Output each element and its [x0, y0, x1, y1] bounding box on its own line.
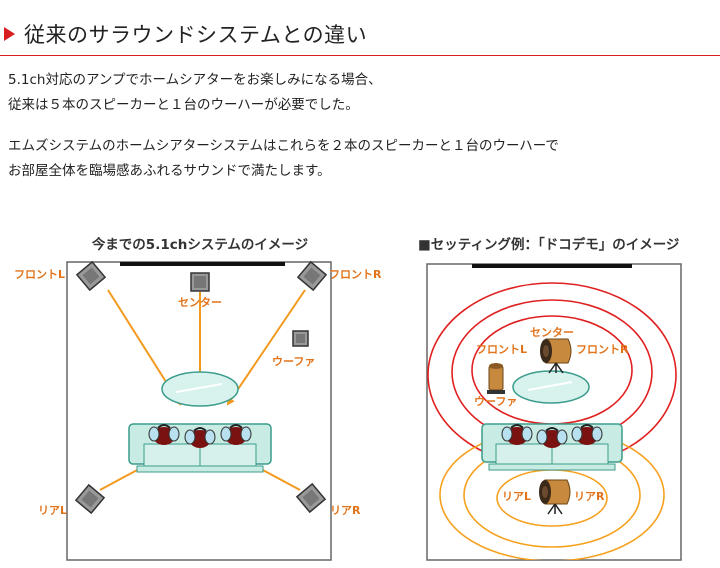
label-center: センター — [178, 296, 222, 309]
left-screen — [120, 262, 285, 266]
right-label-woofer: ウーファ — [474, 395, 517, 408]
right-label-center: センター — [530, 326, 574, 339]
red-triangle-icon — [4, 27, 15, 41]
right-label-rear-l: リアL — [502, 490, 531, 503]
right-label-rear-r: リアR — [574, 490, 605, 503]
speaker-front-r — [296, 260, 328, 292]
right-label-front-r: フロントR — [576, 343, 629, 356]
woofer-speaker — [487, 363, 505, 394]
left-diagram-caption: 今までの5.1chシステムのイメージ — [92, 236, 309, 253]
right-diagram-caption: ■セッティング例：「ドコデモ」のイメージ — [418, 236, 680, 253]
right-table — [512, 370, 590, 404]
header-divider — [0, 55, 720, 56]
intro-line-1: 5.1ch対応のアンプでホームシアターをお楽しみになる場合、 — [8, 72, 382, 88]
speaker-woofer — [292, 330, 309, 347]
speaker-center — [190, 272, 210, 292]
arrow-front-r — [226, 289, 306, 406]
right-screen — [472, 264, 632, 268]
speaker-rear-r — [295, 482, 327, 514]
speaker-front-l — [75, 260, 107, 292]
right-diagram: ■セッティング例：「ドコデモ」のイメージ — [418, 236, 682, 561]
description-line-2: お部屋全体を臨場感あふれるサウンドで満たします。 — [8, 163, 331, 179]
label-woofer: ウーファ — [272, 355, 315, 368]
label-front-r: フロントR — [329, 268, 382, 281]
speaker-rear-l — [74, 483, 106, 515]
description-paragraph: エムズシステムのホームシアターシステムはこれらを２本のスピーカーと１台のウーハー… — [8, 134, 559, 184]
section-title: 従来のサラウンドシステムとの違い — [24, 23, 368, 47]
label-rear-l: リアL — [38, 504, 67, 517]
label-front-l: フロントL — [14, 268, 65, 281]
intro-line-2: 従来は５本のスピーカーと１台のウーハーが必要でした。 — [8, 97, 359, 113]
section-header: 従来のサラウンドシステムとの違い — [0, 0, 720, 56]
right-label-front-l: フロントL — [476, 343, 527, 356]
left-table — [161, 371, 239, 407]
intro-paragraph: 5.1ch対応のアンプでホームシアターをお楽しみになる場合、 従来は５本のスピー… — [8, 68, 382, 118]
description-line-1: エムズシステムのホームシアターシステムはこれらを２本のスピーカーと１台のウーハー… — [8, 138, 559, 154]
label-rear-r: リアR — [330, 504, 361, 517]
left-diagram: 今までの5.1chシステムのイメージ — [14, 236, 382, 561]
